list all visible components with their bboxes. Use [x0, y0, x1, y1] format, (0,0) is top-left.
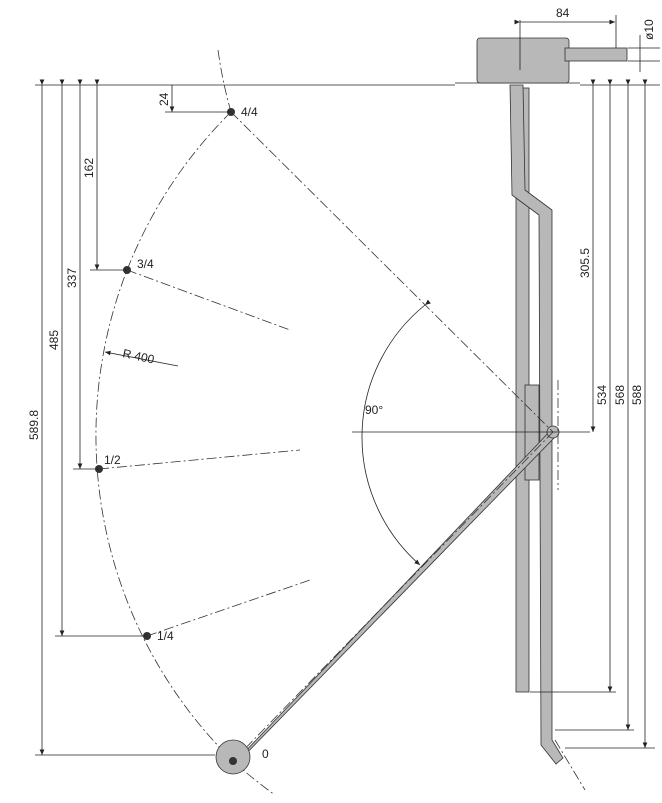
motor-housing [476, 37, 570, 84]
centerline-4-4 [230, 111, 554, 433]
centerline-1-2 [98, 449, 301, 470]
dim-84-label: 84 [556, 6, 570, 20]
dim-589-8-label: 589.8 [27, 410, 41, 440]
rod-end-centerline [554, 739, 586, 791]
swing-arc [95, 111, 234, 762]
angle-label: 90° [365, 403, 383, 417]
dim-337-label: 337 [65, 268, 79, 288]
bent-rod [509, 84, 564, 765]
centerline-1-4 [146, 579, 311, 637]
dim-305-5-label: 305.5 [578, 248, 592, 278]
position-label: 4/4 [241, 105, 258, 119]
dim-588-label: 588 [630, 385, 644, 405]
dim-568-label: 568 [613, 385, 627, 405]
position-0: 0 [215, 739, 269, 775]
position-label: 1/4 [157, 629, 174, 643]
angle-arc [361, 299, 431, 566]
position-label: 3/4 [137, 257, 154, 271]
centerline-3-4 [126, 269, 291, 331]
swing-arc-top [217, 49, 232, 113]
lever-arm [235, 427, 557, 765]
dim-162-label: 162 [82, 158, 96, 178]
dim-485-label: 485 [47, 330, 61, 350]
dim-d10-label: ø10 [642, 19, 656, 40]
position-4-4: 4/4 [227, 105, 258, 119]
position-label: 1/2 [104, 453, 121, 467]
dim-534-label: 534 [595, 385, 609, 405]
position-3-4: 3/4 [123, 257, 154, 274]
position-label: 0 [262, 747, 269, 761]
centerline-0 [232, 431, 554, 762]
radius-label: R 400 [121, 346, 156, 366]
position-1-2: 1/2 [95, 453, 121, 473]
radius-leader [104, 350, 179, 367]
dim-24-label: 24 [157, 92, 171, 106]
position-1-4: 1/4 [143, 629, 174, 643]
motor-shaft [564, 47, 628, 62]
